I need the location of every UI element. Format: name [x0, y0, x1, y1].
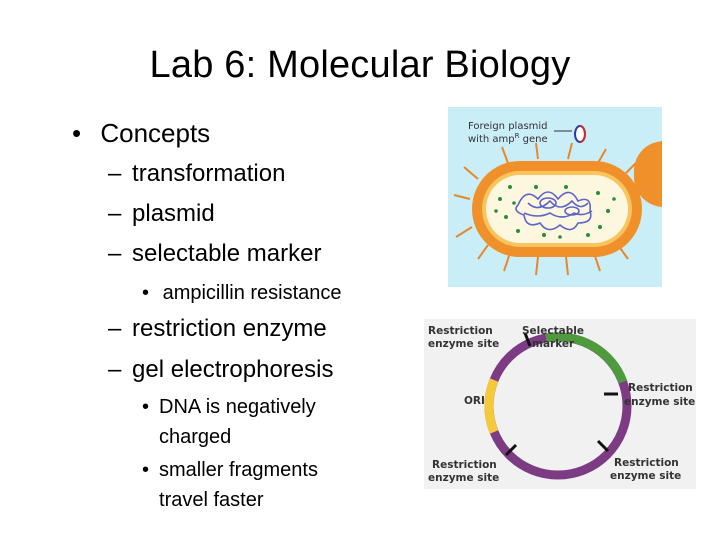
label-restriction-bl-1: Restriction	[432, 459, 497, 471]
label-restriction-tl-1: Restriction	[428, 325, 493, 337]
plasmid-map-background	[424, 319, 696, 489]
cytoplasm	[486, 175, 628, 243]
dash-marker: –	[108, 160, 122, 187]
label-restriction-br-1: Restriction	[614, 457, 679, 469]
dash-marker: –	[108, 200, 122, 227]
restriction-tick-top-left	[523, 332, 532, 347]
subbullet-text: selectable marker	[132, 240, 322, 267]
bullet-marker: •	[142, 282, 150, 304]
label-restriction-br-2: enzyme site	[610, 470, 681, 482]
subbullet-text: restriction enzyme	[132, 315, 327, 342]
dash-marker: –	[108, 240, 122, 267]
ori-segment	[484, 378, 499, 434]
subbullet-transformation: – transformation	[108, 160, 285, 188]
bacterium-illustration: Foreign plasmid with ampR gene	[448, 107, 662, 287]
label-restriction-tl-2: enzyme site	[428, 338, 499, 350]
bullet-concepts: • Concepts	[72, 118, 210, 149]
flagella	[453, 142, 639, 276]
plasmid-map: Restriction enzyme site Selectable marke…	[424, 319, 696, 489]
subbullet-text: gel electrophoresis	[132, 356, 334, 383]
subsub-text: DNA is negatively charged	[159, 396, 316, 448]
restriction-tick-bottom-right	[596, 439, 610, 453]
plasmid-icon-gene	[579, 125, 586, 143]
restriction-tick-bottom-left	[504, 443, 518, 457]
subsub-smaller-fragments: • smaller fragments travel faster	[142, 455, 349, 515]
bullet-marker: •	[142, 459, 150, 481]
selectable-marker-segment	[545, 332, 628, 384]
bullet-marker: •	[142, 396, 150, 418]
nucleoid-dna	[515, 191, 593, 231]
neighbor-cell	[634, 141, 662, 207]
bullet-marker: •	[72, 118, 82, 148]
subbullet-plasmid: – plasmid	[108, 200, 215, 228]
subsub-text: smaller fragments travel faster	[159, 459, 318, 511]
bullet-text: Concepts	[100, 118, 211, 148]
plasmid-label-line2: with ampR gene	[468, 132, 548, 145]
label-restriction-r-1: Restriction	[628, 382, 693, 394]
subsub-text: ampicillin resistance	[162, 282, 342, 304]
restriction-site-ticks	[504, 332, 618, 457]
label-restriction-bl-2: enzyme site	[428, 472, 499, 484]
label-selectable-2: marker	[532, 338, 575, 350]
ribosome-dots	[494, 185, 616, 239]
dash-marker: –	[108, 315, 122, 342]
subbullet-text: transformation	[132, 160, 286, 187]
subsub-ampicillin: • ampicillin resistance	[142, 278, 342, 308]
dash-marker: –	[108, 356, 122, 383]
subsub-dna-charged: • DNA is negatively charged	[142, 392, 349, 452]
label-ori: ORI	[464, 395, 485, 407]
subbullet-selectable-marker: – selectable marker	[108, 240, 321, 268]
plasmid-label-line1: Foreign plasmid	[468, 121, 548, 132]
label-selectable-1: Selectable	[522, 325, 584, 337]
subbullet-restriction-enzyme: – restriction enzyme	[108, 315, 327, 343]
slide-title: Lab 6: Molecular Biology	[149, 44, 571, 86]
label-restriction-r-2: enzyme site	[624, 396, 695, 408]
subbullet-text: plasmid	[132, 200, 215, 227]
subbullet-gel: – gel electrophoresis	[108, 356, 333, 384]
